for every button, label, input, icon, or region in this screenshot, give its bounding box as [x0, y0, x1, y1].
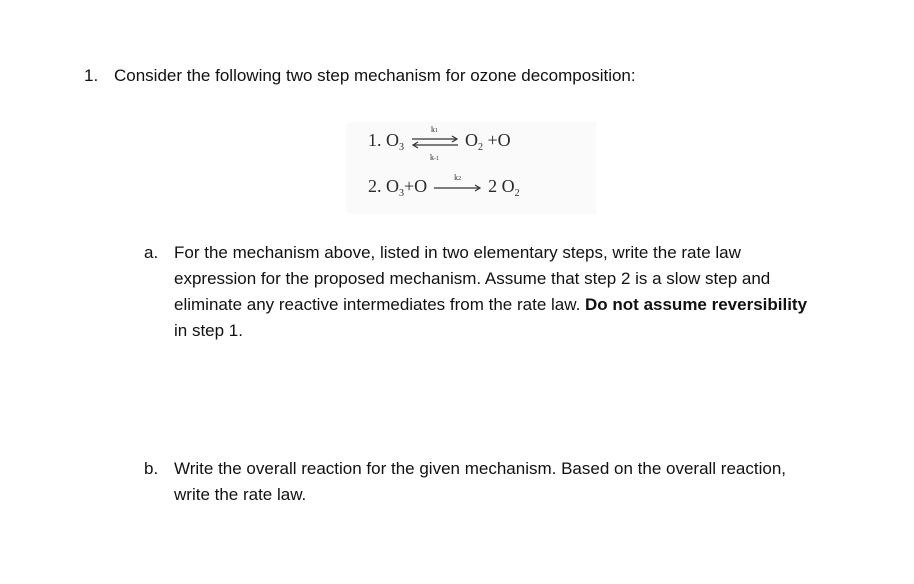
question-number: 1.	[84, 66, 99, 85]
part-b-letter: b.	[144, 459, 159, 478]
equilibrium-arrow-icon: k1 k-1	[409, 125, 461, 162]
step2-coefficient: 2	[488, 176, 498, 196]
step2-label: 2.	[368, 176, 382, 196]
mechanism-step-2: 2. O3+O k2 2 O2	[368, 173, 520, 199]
part-a: a. For the mechanism above, listed in tw…	[144, 240, 824, 344]
part-b: b. Write the overall reaction for the gi…	[144, 456, 824, 508]
part-a-bold-text: Do not assume reversibility	[585, 295, 808, 314]
k2-label: k2	[454, 172, 462, 182]
part-b-text: Write the overall reaction for the given…	[174, 459, 786, 504]
k-forward-label: k1	[431, 124, 438, 134]
question-1: 1. Consider the following two step mechan…	[84, 66, 636, 86]
step1-plus: +	[487, 130, 498, 150]
question-text: Consider the following two step mechanis…	[114, 66, 636, 85]
step2-reactant-1: O3	[386, 176, 404, 199]
step1-label: 1.	[368, 130, 382, 150]
part-a-text: For the mechanism above, listed in two e…	[174, 243, 808, 340]
k-reverse-label: k-1	[430, 152, 439, 162]
step1-reactant: O3	[386, 130, 404, 153]
step1-product-1: O2	[465, 130, 483, 153]
mechanism-step-1: 1. O3 k1 k-1 O2 +O	[368, 125, 511, 162]
reaction-arrow-icon: k2	[432, 173, 484, 194]
part-a-letter: a.	[144, 243, 159, 262]
mechanism-image: 1. O3 k1 k-1 O2 +O 2. O3+O k2 2 O2	[346, 122, 596, 214]
step1-product-2: O	[497, 130, 511, 150]
step2-reactant-2: O	[414, 176, 428, 196]
step2-product: O2	[501, 176, 520, 199]
step2-plus: +	[404, 176, 415, 196]
